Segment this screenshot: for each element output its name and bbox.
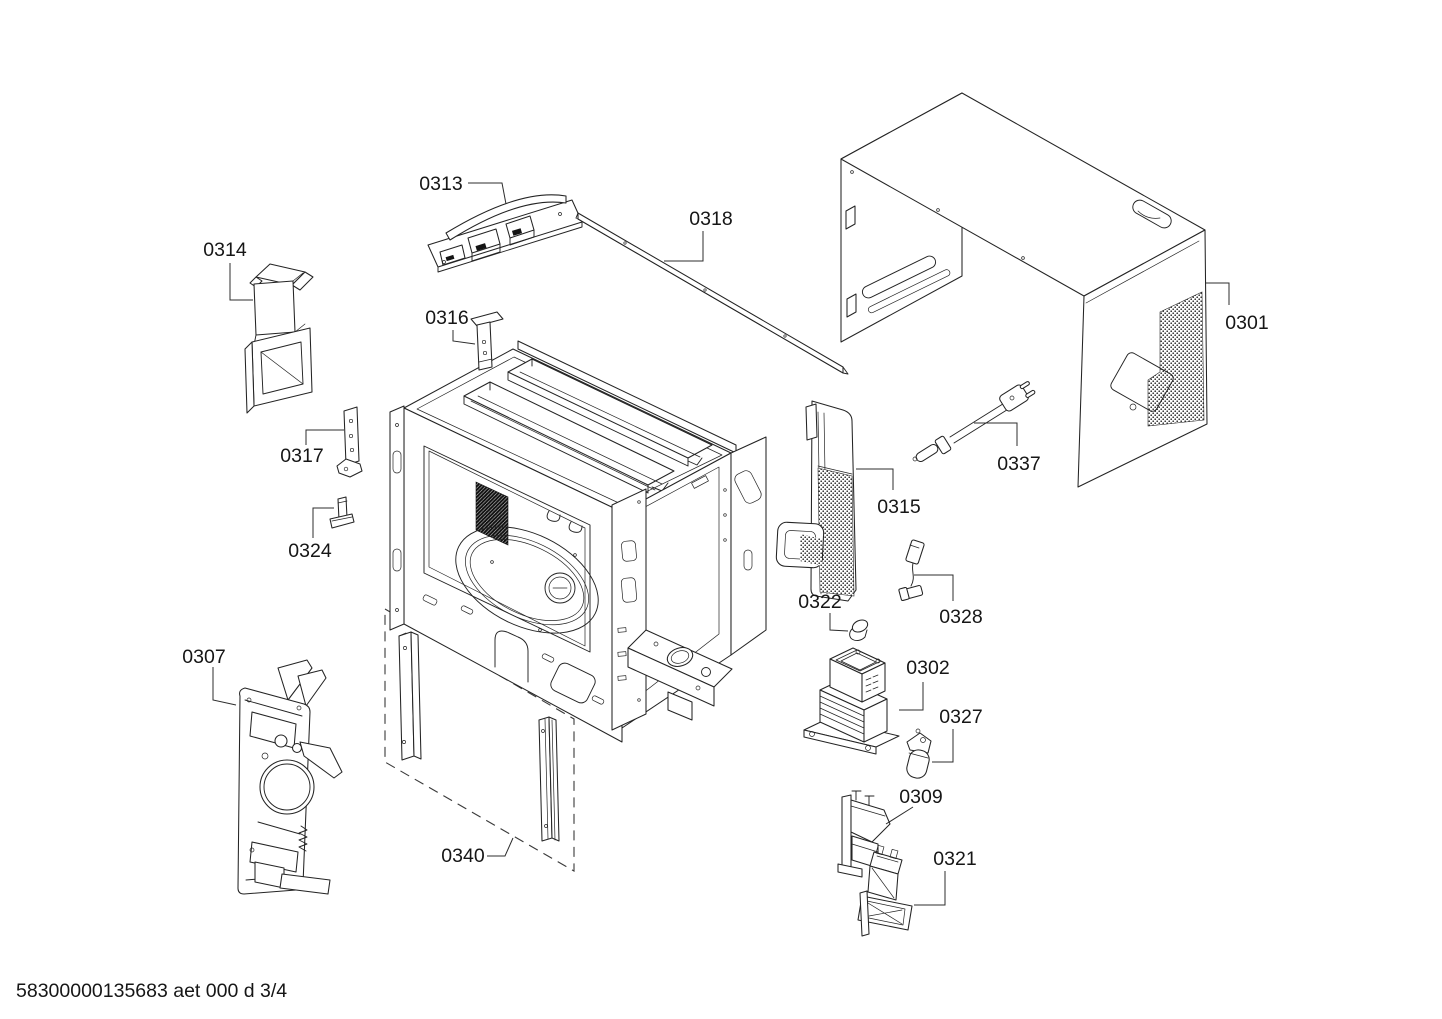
part-support-bracket: [470, 311, 504, 371]
part-label-0314: 0314: [203, 239, 247, 261]
leader-0316: [452, 330, 476, 345]
leader-0302: [899, 682, 924, 711]
leader-0322: [829, 613, 849, 632]
part-capacitor: [906, 728, 932, 779]
part-label-0317: 0317: [280, 445, 323, 467]
part-label-0309: 0309: [899, 786, 942, 808]
leader-0313: [468, 182, 507, 205]
leader-0318: [664, 231, 704, 262]
document-code: 58300000135683 aet 000 d 3/4: [16, 980, 287, 1002]
part-label-0327: 0327: [939, 706, 982, 728]
part-outer-cover: [840, 92, 1208, 488]
part-label-0321: 0321: [933, 848, 976, 870]
part-label-0328: 0328: [939, 606, 982, 628]
part-label-0316: 0316: [425, 307, 468, 329]
callouts: 0313 0314 0316 0318 0301 0317 0324 0315 …: [182, 173, 1269, 906]
part-button: [849, 619, 869, 642]
part-label-0313: 0313: [419, 173, 462, 195]
leader-0327: [932, 729, 954, 763]
part-label-0307: 0307: [182, 646, 225, 668]
leader-0324: [312, 507, 334, 538]
leader-0321: [914, 871, 946, 906]
leader-0314: [229, 263, 253, 301]
part-air-duct: [244, 263, 314, 414]
leader-0309: [885, 806, 914, 825]
part-label-0302: 0302: [906, 657, 949, 679]
leader-0340: [487, 837, 514, 857]
part-door-outline: [384, 608, 575, 872]
part-power-cord: [912, 381, 1036, 462]
part-label-0301: 0301: [1225, 312, 1268, 334]
part-fastening-bracket: [336, 406, 363, 478]
leader-0315: [856, 468, 894, 490]
part-trim-rail: [575, 212, 849, 375]
leader-0337: [974, 422, 1018, 446]
part-temperature-sensor: [898, 539, 925, 602]
part-label-0315: 0315: [877, 496, 921, 518]
part-label-0340: 0340: [441, 845, 485, 867]
part-transformer: [803, 647, 900, 755]
part-air-channel: [857, 845, 913, 937]
part-label-0324: 0324: [288, 540, 332, 562]
part-cavity-assembly: [389, 340, 767, 743]
part-fastening-bolt: [329, 496, 355, 529]
part-vent-panel: [775, 400, 857, 602]
part-label-0318: 0318: [689, 208, 732, 230]
leader-0307: [212, 667, 237, 706]
leader-0301: [1206, 282, 1230, 305]
part-label-0337: 0337: [997, 453, 1040, 475]
leader-0328: [914, 574, 954, 601]
part-door-lock-assembly: [237, 659, 343, 895]
leader-0317: [305, 429, 344, 445]
part-label-0322: 0322: [798, 591, 841, 613]
